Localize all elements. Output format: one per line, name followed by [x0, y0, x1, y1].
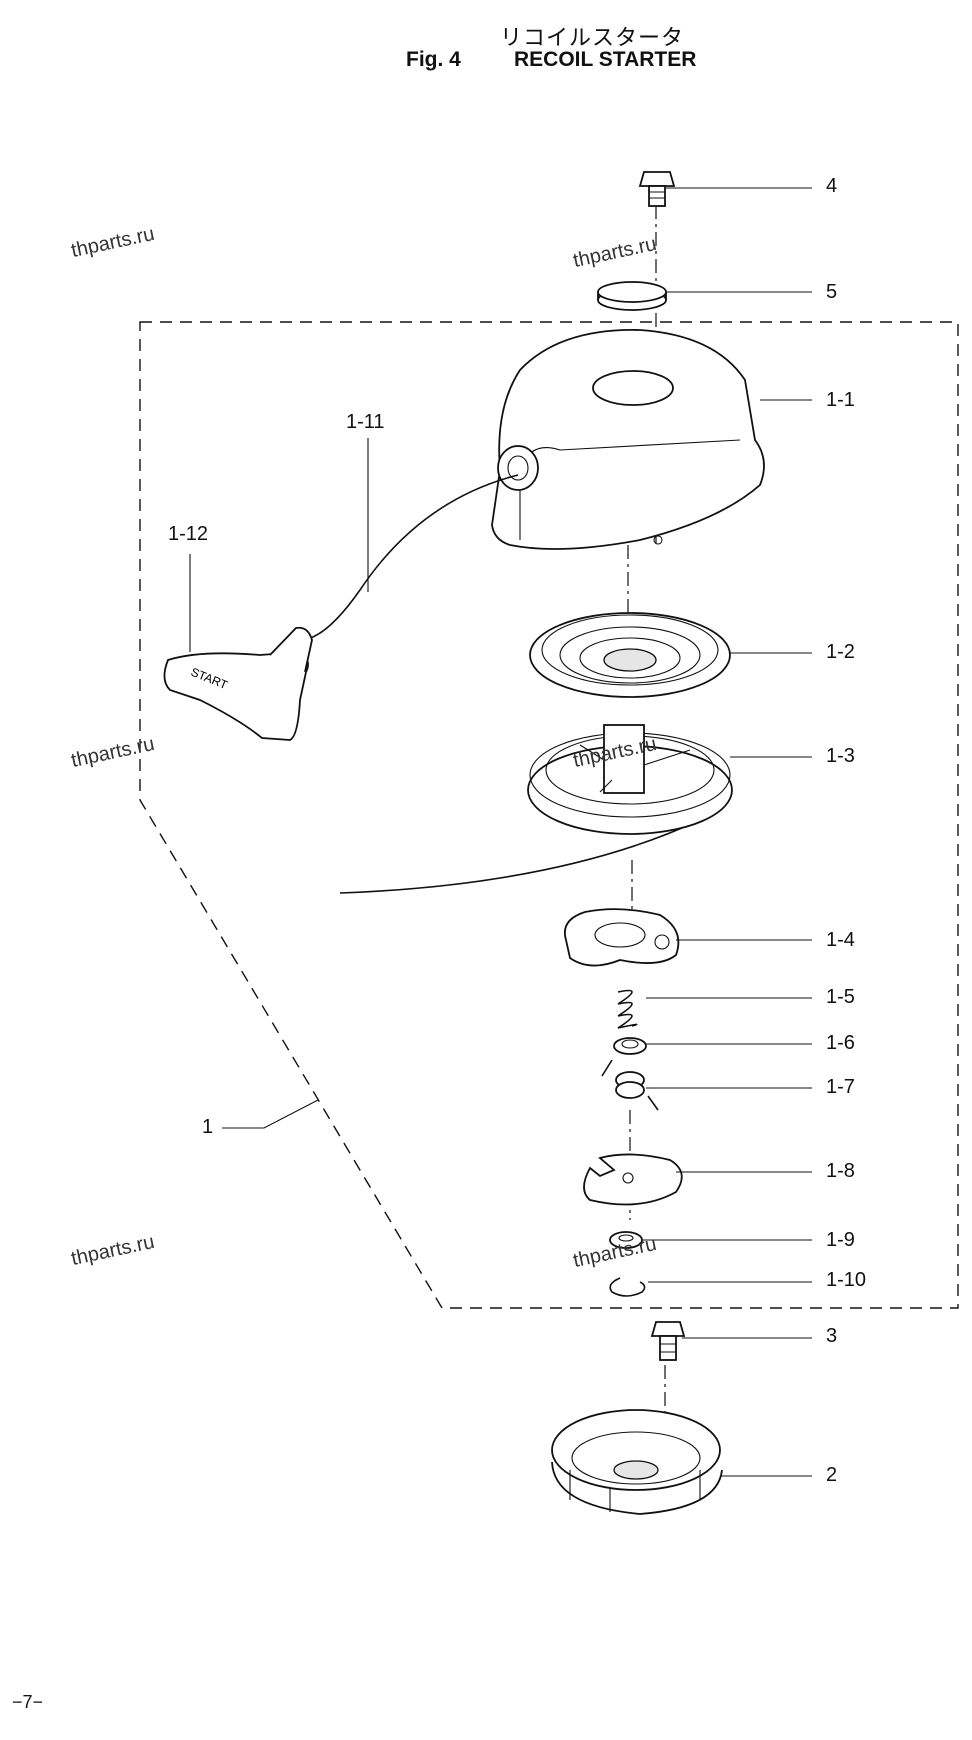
spring-part-1-5 — [617, 989, 638, 1029]
assembly-boundary — [139, 321, 959, 1309]
friction-spring-part-1-7 — [601, 1059, 659, 1111]
callout-5: 5 — [826, 281, 838, 303]
callout-1-3: 1-3 — [826, 745, 855, 767]
friction-plate-part-1-8 — [583, 1153, 683, 1206]
rope-lower — [339, 799, 716, 894]
callout-1-8: 1-8 — [826, 1160, 855, 1182]
callout-1-5: 1-5 — [826, 986, 855, 1008]
callout-2: 2 — [826, 1464, 838, 1486]
bolt-part-3 — [650, 1321, 686, 1361]
starter-handle-part-1-12: START — [163, 626, 313, 741]
cap-part-5 — [597, 281, 667, 311]
callout-1-11: 1-11 — [346, 411, 385, 433]
washer-part-1-6 — [613, 1037, 647, 1055]
starter-case-part-1-1 — [491, 329, 765, 550]
page-number: −7− — [12, 1692, 44, 1712]
callout-1: 1 — [202, 1116, 214, 1138]
starter-rope-part-1-11 — [289, 474, 519, 646]
callout-3: 3 — [826, 1325, 838, 1347]
reel-part-1-3 — [527, 724, 733, 835]
callout-1-2: 1-2 — [826, 641, 855, 663]
callout-1-6: 1-6 — [826, 1032, 855, 1054]
pulley-part-2 — [551, 1409, 723, 1515]
callout-1-7: 1-7 — [826, 1076, 855, 1098]
callout-1-10: 1-10 — [826, 1269, 867, 1291]
leader-lines — [189, 187, 812, 1477]
figure-number: Fig. 4 — [406, 48, 461, 71]
clip-part-1-10 — [609, 1277, 646, 1297]
callout-1-9: 1-9 — [826, 1229, 855, 1251]
callout-4: 4 — [826, 175, 838, 197]
figure-title: RECOIL STARTER — [514, 48, 697, 71]
bolt-part-4 — [638, 171, 676, 207]
ratchet-part-1-4 — [564, 908, 680, 967]
title-japanese: リコイルスタータ — [500, 26, 685, 51]
callout-1-1: 1-1 — [826, 389, 855, 411]
spring-case-part-1-2 — [529, 612, 731, 698]
callout-1-4: 1-4 — [826, 929, 855, 951]
callout-1-12: 1-12 — [168, 523, 209, 545]
